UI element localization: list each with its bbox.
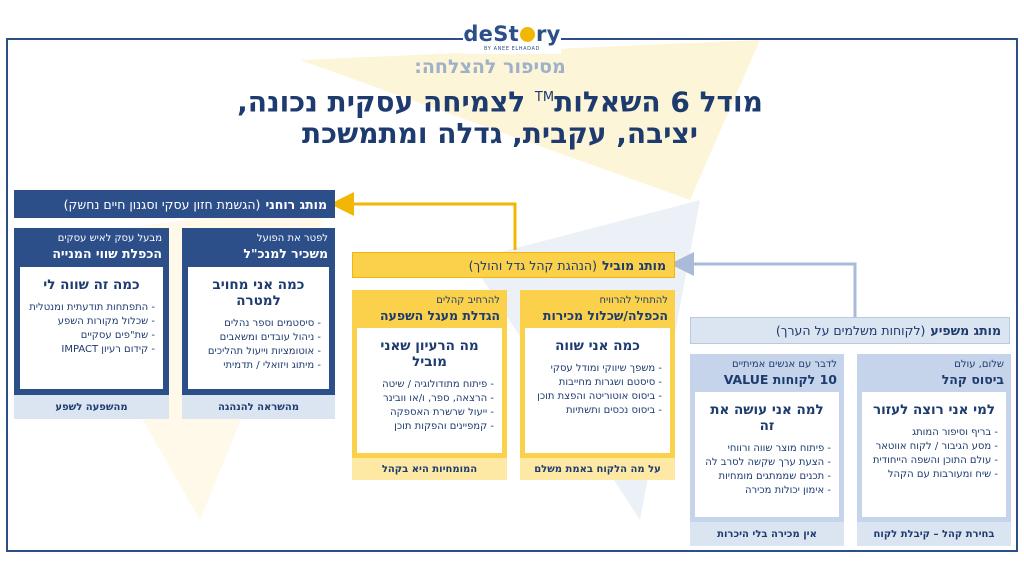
card-subtitle: שלום, עולם — [954, 359, 1004, 370]
card-list: - סיסטמים וספר נהלים - ניהול עובדים ומשא… — [196, 317, 321, 373]
band-spiritual-brand: מותג רוחני (הגשמת חזון עסקי וסגנון חיים … — [14, 190, 335, 218]
list-item: - משפך שיווקי ומודל עסקי — [550, 363, 662, 374]
band-influencer-brand: מותג משפיע (לקוחות משלמים על הערך) — [690, 317, 1010, 344]
band-influencer-label: מותג משפיע — [930, 323, 1001, 338]
list-item: - תכנים שממתגים מומחיות — [718, 471, 832, 482]
list-item: - התפתחות תודעתית ומנטלית — [29, 302, 155, 313]
card-head: לפטר את הפועל משכיר למנכ"ל — [182, 228, 335, 266]
card-footer-stock-value: מהשפעה לשפע — [14, 395, 169, 419]
card-question: מה הרעיון שאני מוביל — [380, 338, 479, 370]
card-question: כמה אני מחויב למטרה — [212, 277, 305, 309]
card-head: מבעל עסק לאיש עסקים הכפלת שווי המנייה — [14, 228, 169, 266]
card-subtitle: מבעל עסק לאיש עסקים — [57, 233, 162, 244]
band-spiritual-desc: (הגשמת חזון עסקי וסגנון חיים נחשק) — [63, 196, 261, 212]
card-question: למי אני רוצה לעזור — [872, 402, 996, 418]
band-spiritual-label: מותג רוחני — [265, 196, 327, 212]
card-subtitle: לדבר עם אנשים אמיתיים — [731, 359, 837, 370]
card-question: למה אני עושה את זה — [710, 402, 824, 434]
pre-title: מסיפור להצלחה: — [414, 56, 566, 78]
band-leading-brand: מותג מוביל (הנהגת קהל גדל והולך) — [352, 252, 675, 278]
list-item: - הצעת ערך שקשה לסרב לה — [705, 457, 831, 468]
card-head: להרחיב קהלים הגדלת מעגל השפעה — [352, 290, 507, 328]
band-leading-desc: (הנהגת קהל גדל והולך) — [468, 257, 597, 273]
card-influence-circle: להרחיב קהלים הגדלת מעגל השפעה מה הרעיון … — [352, 290, 507, 458]
title-line-2: יציבה, עקבית, גדלה ומתמשכת — [302, 117, 698, 151]
list-item: - שיח ומעורבות עם הקהל — [887, 469, 998, 480]
card-head: שלום, עולם ביסוס קהל — [857, 354, 1011, 392]
card-footer-influence-circle: המומחיות היא בקהל — [352, 458, 507, 480]
card-list: - התפתחות תודעתית ומנטלית - שכלול מקורות… — [28, 301, 155, 357]
card-footer-ceo: מהשראה להנהגה — [182, 395, 335, 419]
list-item: - הרצאה, ספר, ו/או וובינר — [382, 393, 494, 404]
card-subtitle: להתחיל להרוויח — [599, 295, 668, 306]
card-question: כמה זה שווה לי — [43, 277, 140, 293]
card-audience: שלום, עולם ביסוס קהל למי אני רוצה לעזור … — [857, 354, 1011, 522]
arrow-influencer-to-leading — [670, 252, 857, 317]
card-heading: הגדלת מעגל השפעה — [379, 308, 500, 323]
list-item: - קידום רעיון IMPACT — [61, 344, 155, 355]
title-line-1: מודל 6 השאלותTM לצמיחה עסקית נכונה, — [200, 82, 800, 118]
band-leading-label: מותג מוביל — [601, 257, 666, 273]
arrow-leading-to-spiritual — [330, 192, 517, 250]
list-item: - מסע הגיבור / לקוח אווטאר — [875, 441, 998, 452]
card-subtitle: לפטר את הפועל — [256, 233, 328, 244]
trademark-mark: TM — [534, 90, 555, 105]
card-value-clients: לדבר עם אנשים אמיתיים 10 לקוחות VALUE למ… — [690, 354, 844, 522]
logo-play-icon — [519, 27, 535, 42]
card-list: - משפך שיווקי ומודל עסקי - סיסטם ושגרות … — [533, 362, 662, 418]
list-item: - קמפיינים והפקות תוכן — [394, 421, 494, 432]
card-ceo: לפטר את הפועל משכיר למנכ"ל כמה אני מחויב… — [182, 228, 335, 395]
card-heading: 10 לקוחות VALUE — [723, 372, 837, 387]
title-part-a: מודל 6 השאלות — [554, 85, 763, 119]
card-footer-audience: בחירת קהל – קיבלת לקוח — [857, 522, 1011, 546]
card-heading: ביסוס קהל — [941, 372, 1004, 387]
card-subtitle: להרחיב קהלים — [436, 295, 500, 306]
list-item: - אוטומציות וייעול תהליכים — [207, 346, 321, 357]
card-body: כמה אני שווה - משפך שיווקי ומודל עסקי - … — [525, 328, 670, 453]
list-item: - פיתוח מוצר שווה ורווחי — [727, 443, 831, 454]
title-part-b: לצמיחה עסקית נכונה, — [237, 85, 535, 119]
card-footer-value-clients: אין מכירה בלי היכרות — [690, 522, 844, 546]
list-item: - ביסוס אוטוריטה והפצת תוכן — [537, 391, 662, 402]
page-title: מודל 6 השאלותTM לצמיחה עסקית נכונה, יציב… — [200, 82, 800, 150]
card-stock-value: מבעל עסק לאיש עסקים הכפלת שווי המנייה כמ… — [14, 228, 169, 395]
card-list: - פיתוח מוצר שווה ורווחי - הצעת ערך שקשה… — [703, 442, 831, 498]
band-influencer-desc: (לקוחות משלמים על הערך) — [775, 323, 926, 338]
card-body: למי אני רוצה לעזור - בריף וסיפור המותג -… — [862, 392, 1006, 517]
card-list: - בריף וסיפור המותג - מסע הגיבור / לקוח … — [870, 426, 998, 482]
card-head: להתחיל להרוויח הכפלה/שכלול מכירות — [520, 290, 675, 328]
list-item: - בריף וסיפור המותג — [911, 427, 998, 438]
list-item: - ניהול עובדים ומשאבים — [219, 332, 321, 343]
card-heading: הכפלת שווי המנייה — [52, 246, 162, 261]
card-heading: הכפלה/שכלול מכירות — [542, 308, 668, 323]
card-head: לדבר עם אנשים אמיתיים 10 לקוחות VALUE — [690, 354, 844, 392]
card-sales: להתחיל להרוויח הכפלה/שכלול מכירות כמה אנ… — [520, 290, 675, 458]
card-body: כמה זה שווה לי - התפתחות תודעתית ומנטלית… — [19, 266, 164, 390]
card-body: למה אני עושה את זה - פיתוח מוצר שווה ורו… — [695, 392, 839, 517]
list-item: - שת"פים עסקיים — [80, 330, 155, 341]
list-item: - סיסטם ושגרות מחייבות — [558, 377, 662, 388]
logo-tagline: BY ANEE ELHADAD — [483, 46, 541, 52]
card-heading: משכיר למנכ"ל — [243, 246, 328, 261]
bg-yellow-triangle — [300, 40, 760, 200]
card-body: מה הרעיון שאני מוביל - פיתוח מתודולוגיה … — [357, 328, 502, 453]
list-item: - עולם התוכן והשפה הייחודית — [872, 455, 998, 466]
list-item: - מיתוג ויזואלי / תדמיתי — [223, 360, 321, 371]
list-item: - פיתוח מתודולוגיה / שיטה — [382, 379, 494, 390]
list-item: - ביסוס נכסים ותשתיות — [565, 405, 662, 416]
list-item: - שכלול מקורות השפע — [57, 316, 155, 327]
card-list: - פיתוח מתודולוגיה / שיטה - הרצאה, ספר, … — [365, 378, 494, 434]
list-item: - ייעול שרשרת האספקה — [390, 407, 494, 418]
list-item: - אימון יכולות מכירה — [744, 485, 831, 496]
list-item: - סיסטמים וספר נהלים — [224, 318, 321, 329]
card-footer-sales: על מה הלקוח באמת משלם — [520, 458, 675, 480]
card-body: כמה אני מחויב למטרה - סיסטמים וספר נהלים… — [187, 266, 330, 390]
card-question: כמה אני שווה — [555, 338, 640, 354]
